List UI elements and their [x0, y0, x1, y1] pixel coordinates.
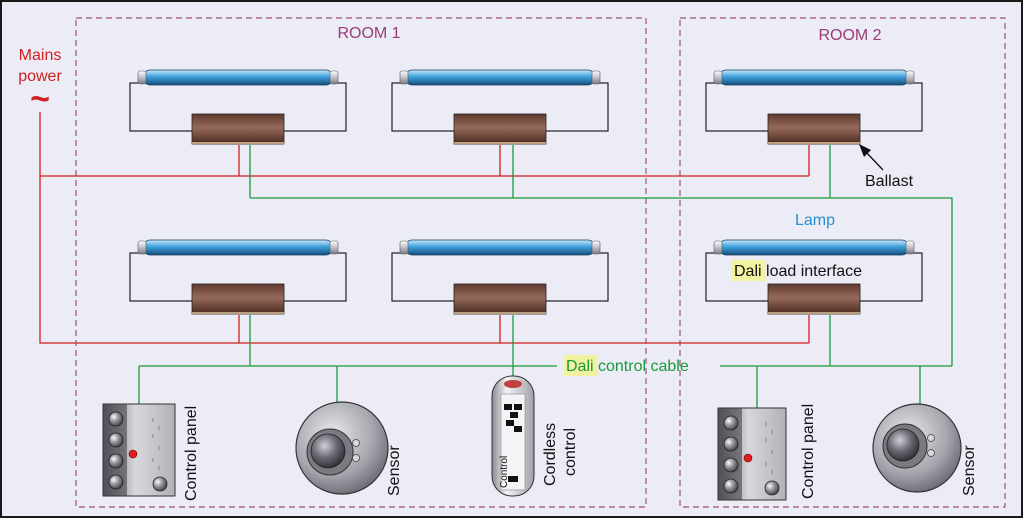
control-panel-1-label: Control panel	[183, 406, 200, 501]
cordless-label-line2: control	[562, 428, 579, 476]
luminaire-room1-bottom-left	[129, 239, 347, 315]
mains-label-line1: Mains	[19, 47, 62, 64]
ballast	[453, 113, 547, 145]
panel-button	[723, 478, 739, 494]
dali-wiring	[138, 145, 953, 408]
mains-wiring	[39, 112, 810, 344]
room-2-boundary	[679, 17, 1006, 508]
lamp-cap-left	[399, 240, 409, 255]
sensor-2-label: Sensor	[961, 445, 978, 496]
dali-cable-highlight	[564, 355, 598, 376]
sensor-indicator	[352, 454, 360, 462]
ballast	[767, 283, 861, 315]
sensor-2	[872, 403, 962, 493]
control-panel-1	[102, 403, 176, 497]
panel-button	[723, 415, 739, 431]
luminaire-room2-top	[705, 69, 923, 145]
panel-button	[108, 453, 124, 469]
panel-indicator-led	[743, 453, 753, 463]
sensor-indicator	[927, 434, 935, 442]
lamp-cap-right	[905, 70, 915, 85]
lamp-cap-left	[137, 70, 147, 85]
panel-button	[764, 480, 780, 496]
sensor-indicator	[927, 449, 935, 457]
mains-ac-symbol: ~	[30, 80, 50, 118]
luminaire-room2-bottom	[705, 239, 923, 315]
ballast	[767, 113, 861, 145]
lamp-cap-right	[591, 240, 601, 255]
panel-button	[152, 476, 168, 492]
panel-button	[108, 474, 124, 490]
lamp-cap-right	[329, 70, 339, 85]
control-panel-2-label: Control panel	[800, 404, 817, 499]
room-1-label: ROOM 1	[337, 25, 400, 42]
lamp-cap-right	[329, 240, 339, 255]
dali-load-rest: load interface	[762, 263, 863, 280]
dali-load-highlight	[732, 260, 766, 281]
cordless-remote: Control	[491, 375, 535, 497]
lamp-tube	[143, 69, 333, 86]
panel-button	[723, 436, 739, 452]
lamp-tube	[405, 69, 595, 86]
panel-button	[723, 457, 739, 473]
dali-load-interface-label: Dali load interface	[734, 263, 862, 280]
lamp-tube	[405, 239, 595, 256]
dali-load-hl: Dali	[734, 263, 762, 280]
sensor-lens	[886, 428, 920, 462]
remote-device-label: Control	[499, 456, 510, 488]
ballast	[191, 113, 285, 145]
luminaire-room1-bottom-right	[391, 239, 609, 315]
lamp-tube	[719, 239, 909, 256]
panel-indicator-led	[128, 449, 138, 459]
lamp-tube	[719, 69, 909, 86]
mains-label-line2: power	[18, 68, 62, 85]
lamp-cap-left	[713, 240, 723, 255]
sensor-1-label: Sensor	[386, 445, 403, 496]
dali-control-cable-label: Dali control cable	[566, 358, 689, 375]
ballast	[191, 283, 285, 315]
ballast-arrow	[859, 144, 884, 171]
ballast-label: Ballast	[865, 173, 914, 190]
sensor-indicator	[352, 439, 360, 447]
lamp-label: Lamp	[795, 212, 835, 229]
lamp-cap-left	[137, 240, 147, 255]
lamp-cap-left	[399, 70, 409, 85]
panel-button	[108, 432, 124, 448]
panel-button	[108, 411, 124, 427]
ballast	[453, 283, 547, 315]
lamp-cap-right	[905, 240, 915, 255]
luminaire-room1-top-left	[129, 69, 347, 145]
dali-cable-rest: control cable	[594, 358, 689, 375]
dali-cable-hl: Dali	[566, 358, 594, 375]
luminaire-room1-top-right	[391, 69, 609, 145]
control-panel-2	[717, 407, 787, 501]
sensor-1	[295, 401, 389, 495]
room-2-label: ROOM 2	[818, 27, 881, 44]
lamp-tube	[143, 239, 333, 256]
cordless-label-line1: Cordless	[542, 423, 559, 486]
room-1-boundary	[75, 17, 647, 508]
lamp-cap-right	[591, 70, 601, 85]
lamp-cap-left	[713, 70, 723, 85]
sensor-lens	[310, 433, 346, 469]
